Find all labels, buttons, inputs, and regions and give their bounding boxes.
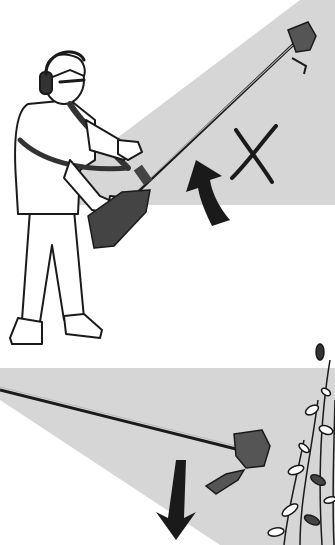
bottom-panel — [0, 344, 335, 545]
operator-right-shoe — [64, 314, 102, 338]
operator-left-shoe — [10, 318, 42, 344]
operator-legs — [22, 210, 84, 322]
plant-leaf — [316, 344, 324, 360]
top-panel — [10, 0, 335, 344]
safety-glasses-icon — [60, 80, 84, 82]
